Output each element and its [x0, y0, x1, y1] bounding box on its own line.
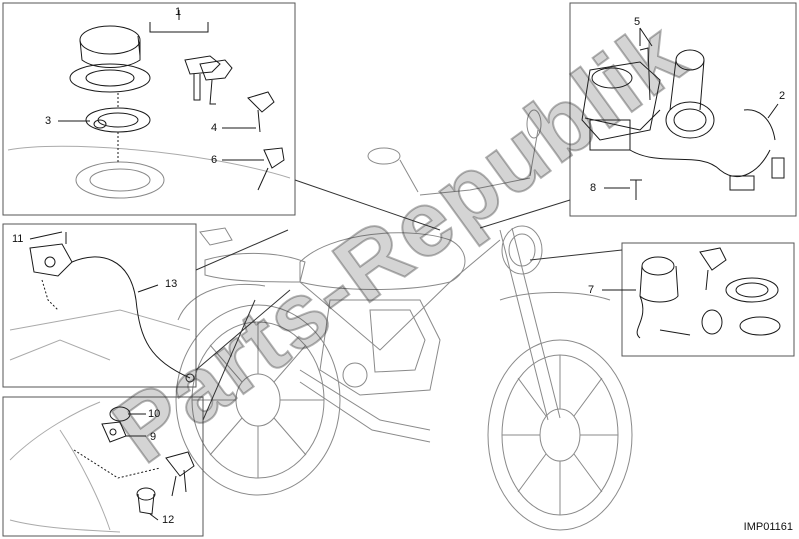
callout-10: 10: [148, 408, 161, 420]
callout-7: 7: [588, 284, 595, 296]
tank-cap-parts: [7, 25, 291, 199]
callout-8: 8: [590, 182, 597, 194]
callout-3: 3: [45, 115, 52, 127]
callout-5: 5: [634, 16, 641, 28]
panel-seat-lock: [2, 396, 204, 537]
callout-2: 2: [779, 90, 786, 102]
callout-13: 13: [165, 278, 178, 290]
panel-seat-lock-cable: [2, 223, 197, 388]
lock-set-parts: [636, 247, 781, 339]
seat-lock-parts: [9, 401, 195, 533]
leader-lines-bottom-left: [126, 413, 159, 521]
leader-lines-top-left: [58, 10, 264, 161]
motorcycle-illustration: [175, 109, 633, 531]
image-code-label: IMP01161: [743, 521, 793, 533]
callout-12: 12: [162, 514, 175, 526]
callout-11: 11: [12, 233, 24, 245]
panel-ignition-switch: [569, 2, 797, 217]
panel-connector-lines: [195, 179, 623, 421]
panel-lock-set: [621, 242, 795, 357]
callout-4: 4: [211, 122, 218, 134]
callout-6: 6: [211, 154, 218, 166]
leader-lines-top-right: [604, 27, 779, 189]
leader-lines-middle-left: [29, 231, 159, 293]
callout-9: 9: [150, 431, 157, 443]
seat-lock-cable-parts: [9, 232, 195, 383]
ignition-switch-parts: [581, 47, 785, 200]
callout-1: 1: [175, 6, 182, 18]
panel-tank-cap: [2, 2, 296, 216]
